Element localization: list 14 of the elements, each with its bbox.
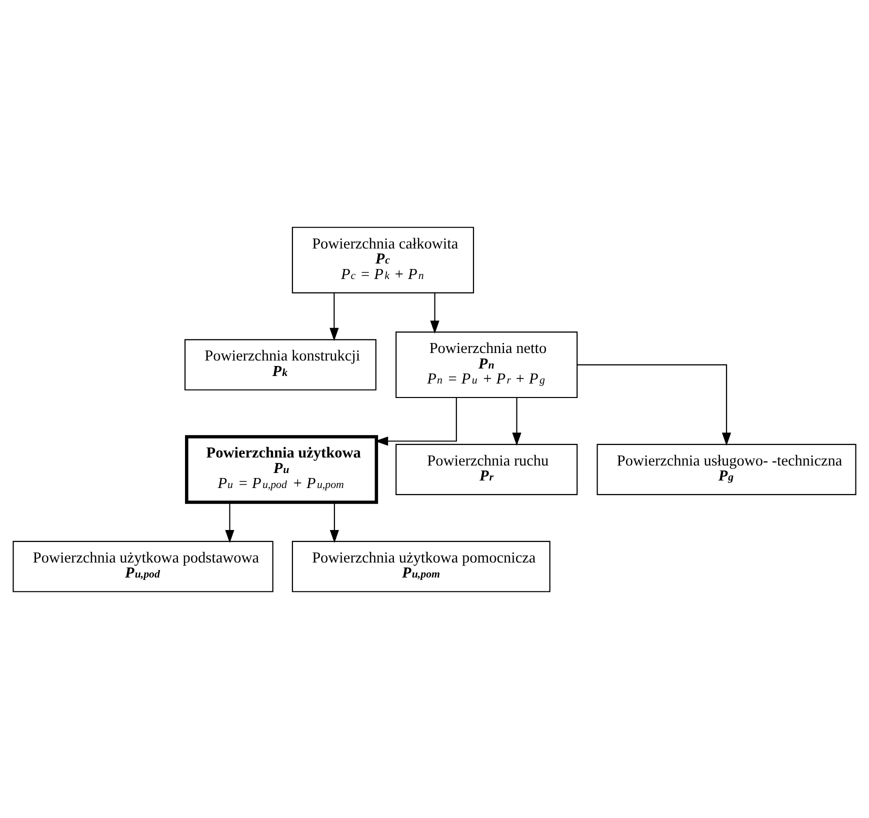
arrow (512, 397, 522, 446)
node-box: Powierzchnia całkowita Pc Pc = Pk + Pn (292, 226, 474, 293)
node-box: Powierzchnia użytkowa Pu Pu = Pu,pod + Pu,pom (185, 434, 378, 504)
arrow (225, 502, 234, 543)
node-box: Powierzchnia netto Pn Pn = Pu + Pr + Pg (396, 331, 578, 398)
node-box: Powierzchnia konstrukcji Pk (184, 338, 376, 390)
arrow (430, 292, 440, 334)
node-box: Powierzchnia użytkowa pomocnicza Pu,pom (292, 540, 550, 592)
node-box: Powierzchnia usługowo- -techniczna Pg (596, 443, 856, 495)
arrow (577, 364, 732, 446)
node-box: Powierzchnia ruchu Pr (396, 443, 578, 495)
arrow (330, 292, 339, 341)
node-box: Powierzchnia użytkowa podstawowa Pu,pod (12, 540, 274, 592)
arrow (330, 502, 340, 543)
